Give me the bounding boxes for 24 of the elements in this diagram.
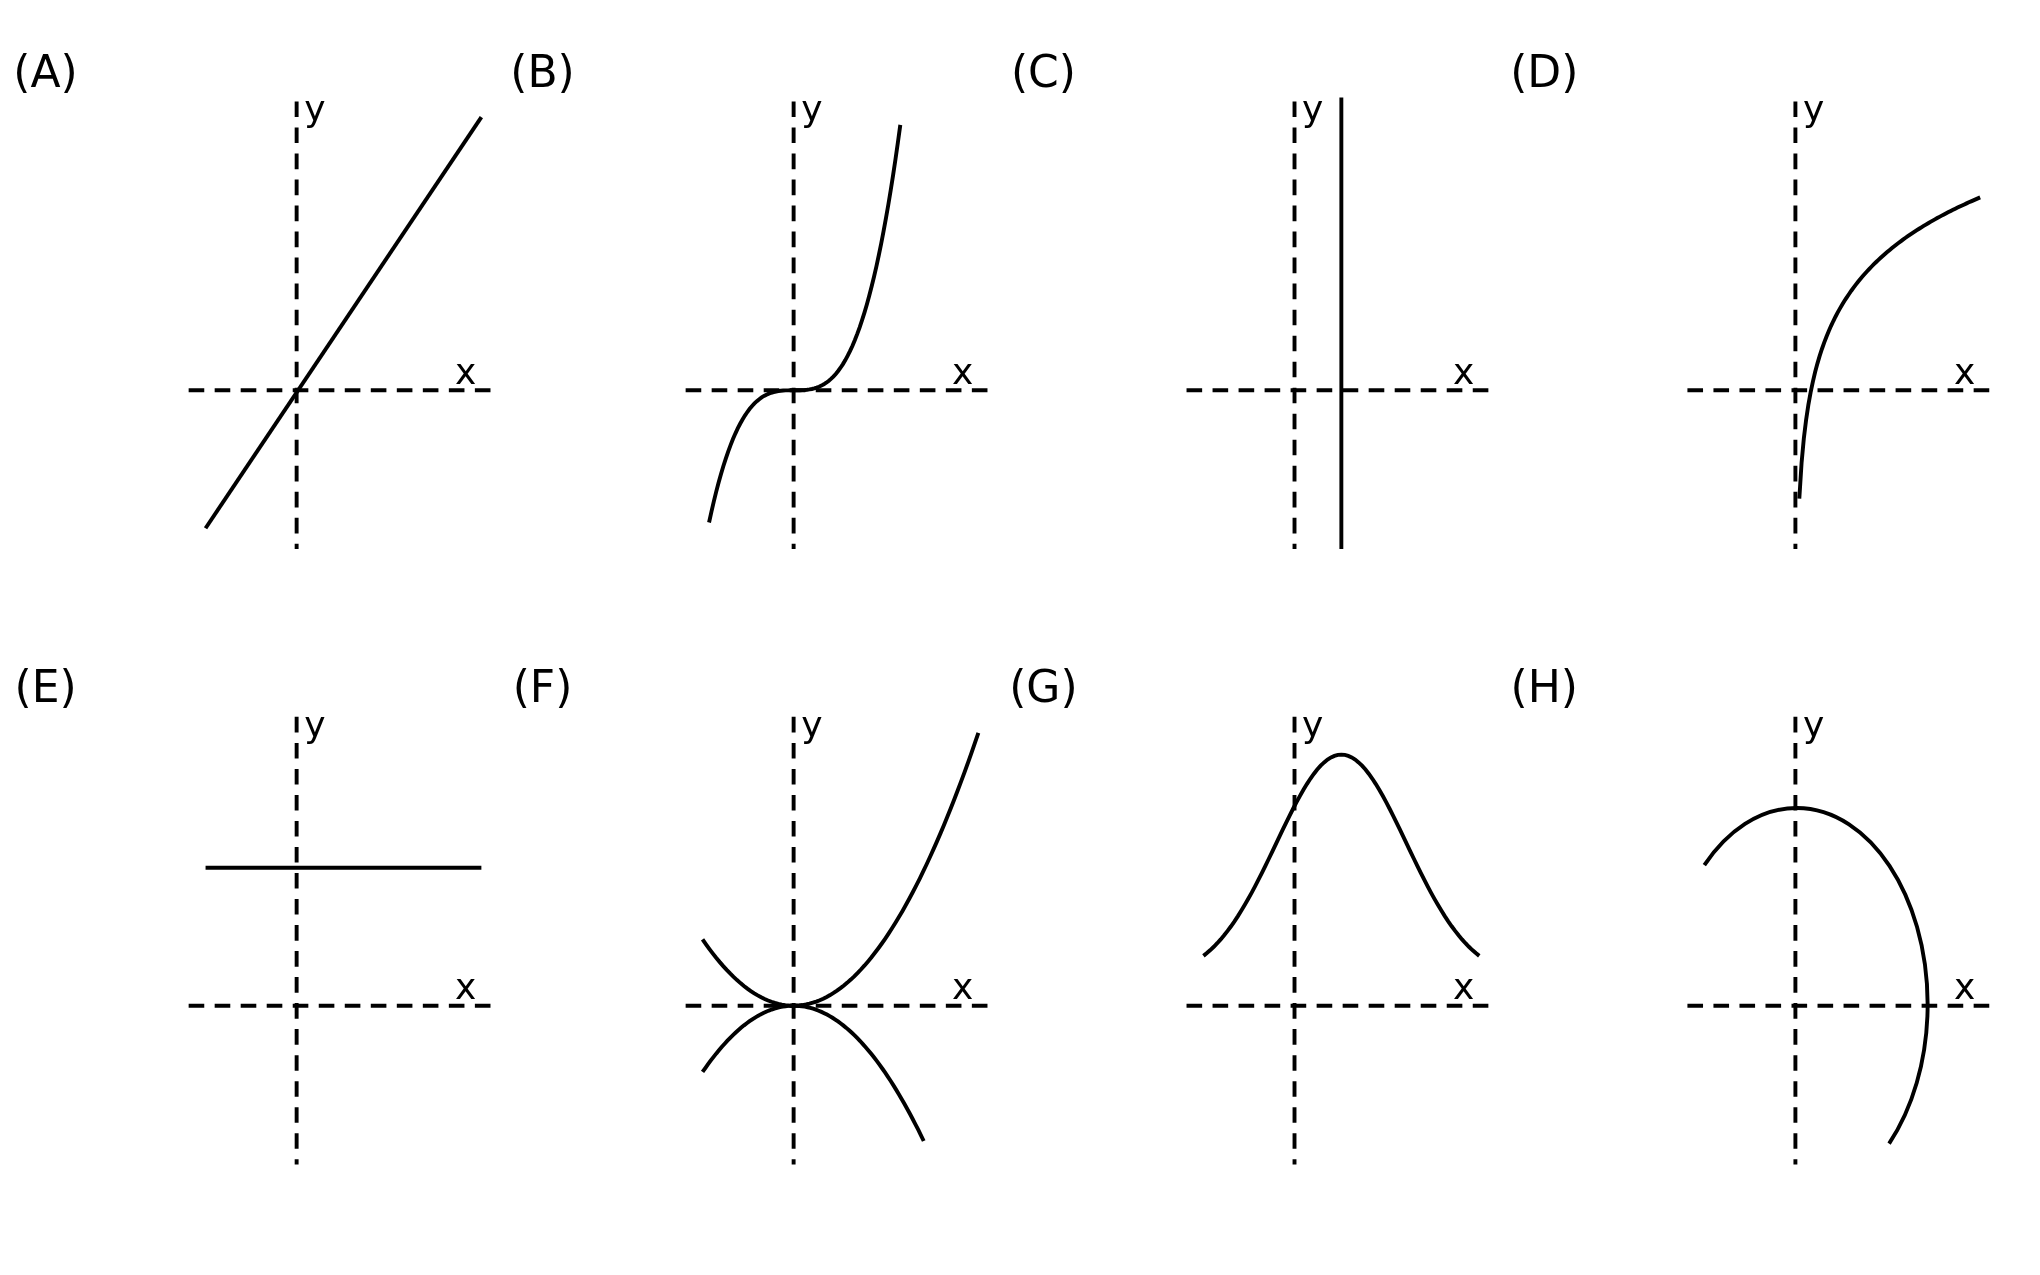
- y-axis-label: y: [801, 91, 823, 128]
- x-axis-label: x: [952, 354, 974, 391]
- y-axis-label: y: [1802, 91, 1825, 128]
- y-axis-label: y: [304, 706, 326, 743]
- panel-label: (F): [512, 664, 573, 709]
- y-axis-label: y: [1802, 706, 1825, 743]
- x-axis-label: x: [1953, 354, 1976, 391]
- x-axis-label: x: [1453, 969, 1475, 1006]
- x-axis-label: x: [1953, 969, 1976, 1006]
- x-axis-label: x: [952, 969, 974, 1006]
- panel-label: (D): [1510, 49, 1579, 94]
- y-axis-label: y: [1302, 706, 1324, 743]
- y-axis-label: y: [1302, 91, 1324, 128]
- x-axis-label: x: [1453, 354, 1475, 391]
- y-axis-label: y: [801, 706, 823, 743]
- panel-label: (C): [1010, 49, 1076, 94]
- x-axis-label: x: [455, 969, 477, 1006]
- panel-label: (B): [510, 49, 575, 94]
- panel-label: (E): [14, 664, 77, 709]
- panel-label: (H): [1510, 664, 1578, 709]
- y-axis-label: y: [304, 91, 326, 128]
- x-axis-label: x: [455, 354, 477, 391]
- panel-label: (G): [1009, 664, 1078, 709]
- panel-label: (A): [13, 49, 78, 94]
